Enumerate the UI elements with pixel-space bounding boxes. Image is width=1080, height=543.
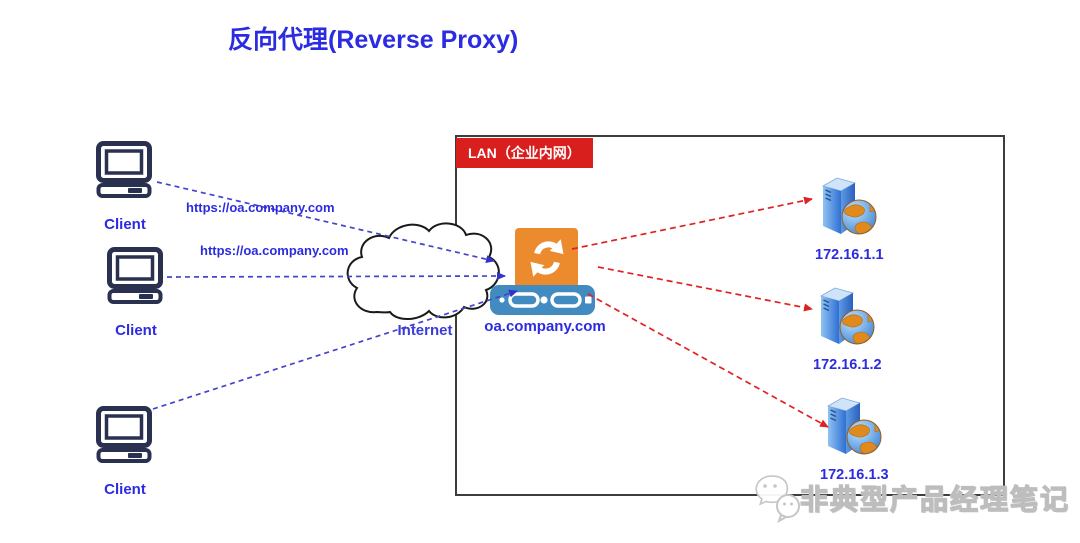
wechat-chat-bubbles-icon: [755, 475, 800, 524]
web-server-icon: [819, 287, 875, 345]
server-node-3: 172.16.1.3: [820, 392, 890, 483]
client-label: Client: [115, 322, 157, 339]
web-server-icon: [826, 397, 882, 455]
web-server-icon: [821, 177, 877, 235]
server-ip-label: 172.16.1.3: [820, 467, 889, 483]
server-ip-label: 172.16.1.2: [813, 357, 882, 373]
lan-header-label: LAN（企业内网）: [456, 138, 593, 168]
desktop-computer-icon: [107, 247, 163, 304]
proxy-domain-label: oa.company.com: [484, 318, 606, 335]
client-label: Client: [104, 216, 146, 233]
desktop-computer-icon: [96, 141, 152, 198]
server-node-2: 172.16.1.2: [813, 282, 883, 373]
watermark-text: 非典型产品经理笔记: [799, 483, 1071, 515]
watermark: [748, 472, 806, 529]
server-ip-label: 172.16.1.1: [815, 247, 884, 263]
internet-label: Internet: [397, 322, 453, 339]
page-title: 反向代理(Reverse Proxy): [228, 26, 519, 54]
server-appliance-icon: [490, 285, 595, 315]
client-node-1: Client: [95, 140, 155, 233]
sync-arrows-icon: [530, 239, 563, 277]
client-label: Client: [104, 481, 146, 498]
reverse-proxy-node: [515, 228, 578, 288]
request-url-label-2: https://oa.company.com: [200, 243, 349, 258]
client-node-3: Client: [95, 405, 155, 498]
desktop-computer-icon: [96, 406, 152, 463]
proxy-appliance: [490, 285, 595, 320]
client-node-2: Client: [106, 246, 166, 339]
server-node-1: 172.16.1.1: [815, 172, 885, 263]
request-url-label-1: https://oa.company.com: [186, 200, 335, 215]
